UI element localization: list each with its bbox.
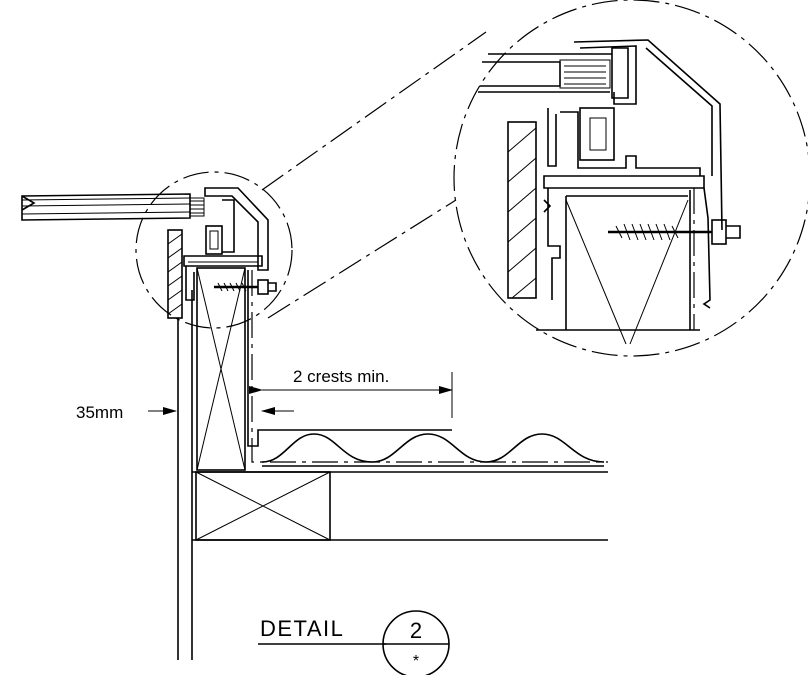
upstand-timber-enlarged bbox=[565, 188, 695, 345]
detail-sheet-ref: * bbox=[413, 653, 419, 670]
fixing-screw-enlarged bbox=[608, 219, 741, 245]
detail-callout-circle bbox=[135, 171, 293, 329]
corrugated-sheet bbox=[261, 433, 605, 467]
dimension-crests: 2 crests min. bbox=[249, 367, 453, 418]
dimension-35mm: 35mm bbox=[76, 403, 294, 422]
detail-title: DETAIL 2 * bbox=[258, 610, 450, 678]
enlarged-detail bbox=[261, 0, 808, 357]
glazing-panel-enlarged bbox=[478, 53, 612, 93]
fixing-screw bbox=[214, 279, 277, 295]
wall-section bbox=[177, 290, 193, 660]
main-section bbox=[21, 171, 608, 660]
eaves-beam-enlarged bbox=[543, 39, 723, 309]
upstand-timber bbox=[196, 267, 246, 471]
joist-timber bbox=[192, 471, 608, 541]
enlarged-detail-circle bbox=[453, 0, 808, 357]
detail-number: 2 bbox=[410, 618, 422, 643]
detail-title-word: DETAIL bbox=[260, 616, 344, 641]
leader-line-upper bbox=[261, 31, 487, 191]
leader-line-lower bbox=[267, 199, 457, 319]
eaves-beam-profile bbox=[183, 187, 269, 301]
dimension-crests-label: 2 crests min. bbox=[293, 367, 389, 386]
wall-plate-timber bbox=[167, 229, 183, 319]
wall-plate-enlarged bbox=[507, 121, 537, 299]
glazing-bar bbox=[21, 193, 205, 221]
dimension-35mm-label: 35mm bbox=[76, 403, 123, 422]
